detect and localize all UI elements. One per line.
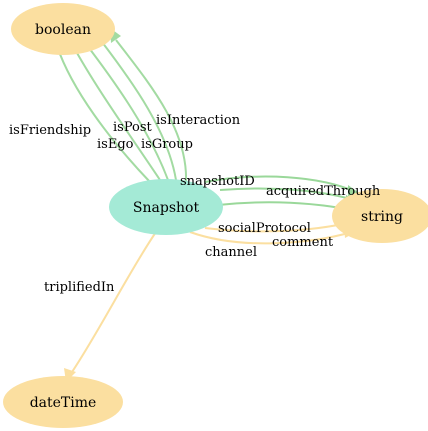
label-triplifiedIn: triplifiedIn	[44, 280, 115, 295]
label-snapshotID: snapshotID	[180, 174, 255, 189]
label-isGroup: isGroup	[141, 137, 193, 152]
node-snapshot-label: Snapshot	[133, 200, 200, 216]
node-snapshot-shape	[109, 179, 223, 235]
label-comment: comment	[272, 235, 334, 250]
edge-socialProtocol	[217, 201, 353, 211]
edge-isFriendship	[56, 45, 151, 183]
label-isPost: isPost	[113, 120, 153, 135]
label-channel: channel	[205, 245, 257, 260]
node-string-label: string	[361, 209, 403, 225]
edge-isGroup	[101, 41, 177, 181]
edge-labels: isFriendship isEgo isPost isGroup isInte…	[9, 113, 381, 295]
edge-isInteraction	[115, 39, 188, 183]
edge-snapshotID	[204, 175, 357, 193]
node-boolean-shape	[11, 3, 115, 55]
label-isEgo: isEgo	[97, 137, 134, 152]
node-string-shape	[332, 189, 428, 243]
node-boolean-label: boolean	[35, 22, 91, 38]
label-isFriendship: isFriendship	[9, 123, 91, 138]
node-boolean[interactable]: boolean	[11, 3, 115, 55]
node-snapshot[interactable]: Snapshot	[109, 179, 223, 235]
edge-isPost	[85, 43, 169, 181]
edge-channel	[189, 231, 353, 245]
label-acquiredThrough: acquiredThrough	[266, 184, 381, 199]
label-socialProtocol: socialProtocol	[218, 221, 311, 236]
node-datetime[interactable]: dateTime	[3, 376, 123, 428]
label-isInteraction: isInteraction	[156, 113, 241, 128]
node-string[interactable]: string	[332, 189, 428, 243]
edge-acquiredThrough	[219, 187, 355, 201]
edges-to-boolean	[56, 39, 188, 183]
edges-to-datetime	[71, 231, 157, 373]
edge-triplifiedIn	[71, 231, 157, 373]
node-datetime-shape	[3, 376, 123, 428]
node-datetime-label: dateTime	[30, 395, 97, 411]
edge-isEgo	[71, 43, 161, 181]
